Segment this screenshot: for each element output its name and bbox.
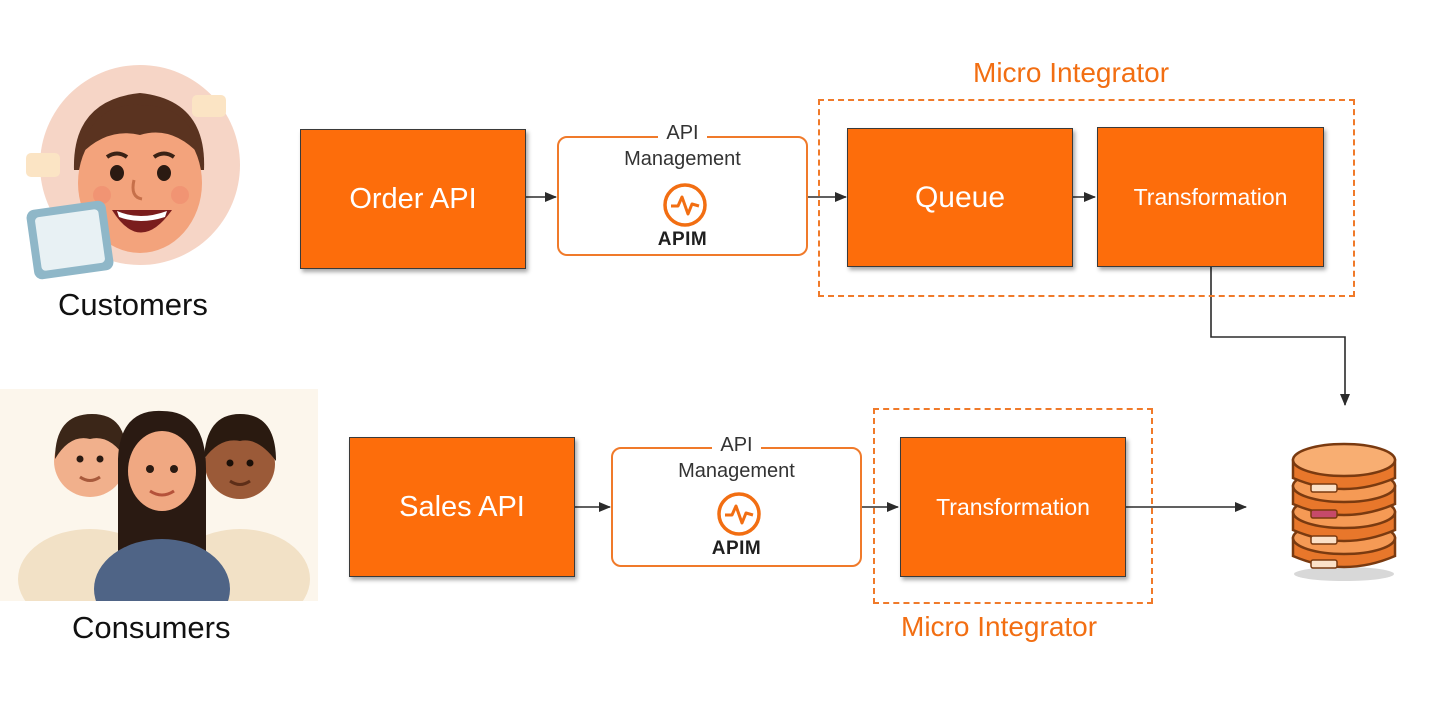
sales-api-box: Sales API (349, 437, 575, 577)
micro-integrator-bottom-group (873, 408, 1153, 604)
micro-integrator-bottom-label: Micro Integrator (901, 611, 1098, 642)
micro-integrator-top-group (818, 99, 1355, 297)
transformation-bottom-box: Transformation (900, 437, 1126, 577)
database-icon (1283, 428, 1405, 584)
transformation-bottom-label: Transformation (936, 493, 1090, 520)
order-api-box: Order API (300, 129, 526, 269)
api-management-top: API Management APIM (557, 122, 808, 256)
micro-integrator-top-label: Micro Integrator (973, 57, 1170, 88)
transformation-top-box: Transformation (1097, 127, 1324, 267)
apim-top-title-line2: Management (559, 148, 806, 171)
apim-bottom-title-line2: Management (613, 460, 860, 483)
arrow-transformation-to-database (1210, 267, 1350, 406)
api-management-bottom: API Management APIM (611, 434, 862, 567)
apim-top-title-line1: API (559, 122, 806, 145)
apim-bottom-badge: APIM (711, 538, 762, 559)
apim-pulse-icon (716, 491, 762, 537)
consumers-group-illustration (0, 389, 318, 639)
customers-label: Customers (58, 287, 208, 322)
order-api-label: Order API (349, 182, 477, 215)
sales-api-label: Sales API (399, 490, 525, 523)
consumers-label: Consumers (72, 610, 231, 645)
queue-box: Queue (847, 128, 1073, 267)
apim-top-badge: APIM (657, 229, 708, 250)
transformation-top-label: Transformation (1133, 183, 1288, 210)
queue-label: Queue (914, 180, 1006, 214)
customer-avatar-illustration (22, 55, 242, 280)
apim-pulse-icon (662, 182, 708, 228)
apim-bottom-title-line1: API (613, 434, 860, 457)
